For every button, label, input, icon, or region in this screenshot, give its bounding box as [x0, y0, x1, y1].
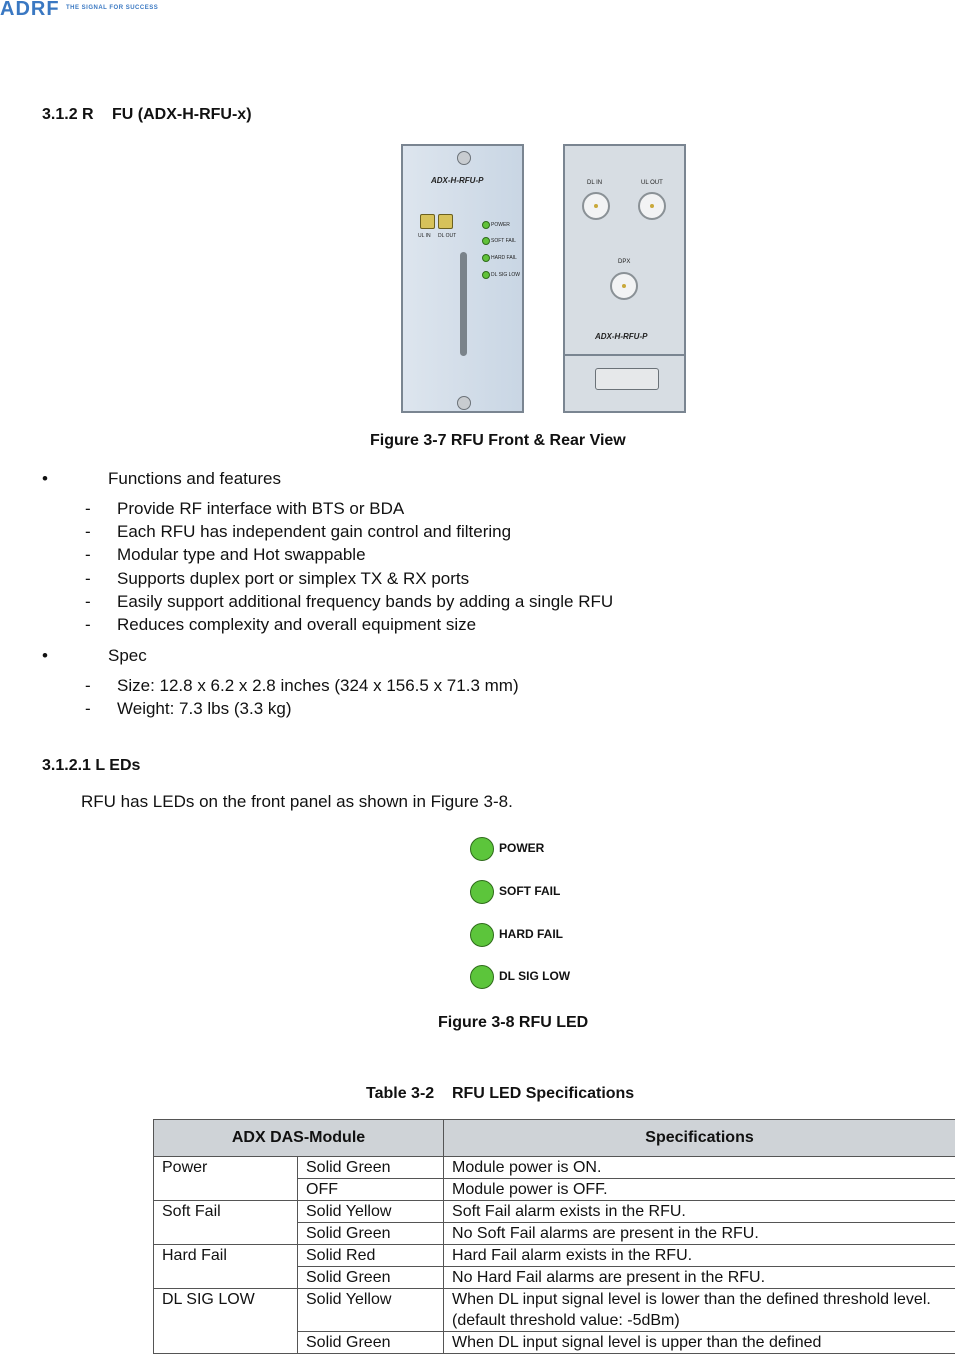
green-led-icon: [470, 880, 494, 904]
table-cell-spec: Module power is ON.: [444, 1157, 955, 1179]
rear-connector-label: UL OUT: [641, 180, 663, 186]
table-cell-state: Solid Green: [298, 1157, 444, 1179]
table-header: Specifications: [444, 1120, 955, 1157]
table-cell-module: Hard Fail: [154, 1245, 298, 1289]
led-icon: [482, 271, 490, 279]
table-cell-module: Power: [154, 1157, 298, 1201]
table-cell-module: DL SIG LOW: [154, 1289, 298, 1354]
logo-tagline: THE SIGNAL FOR SUCCESS: [66, 5, 158, 11]
figure-3-7-caption: Figure 3-7 RFU Front & Rear View: [370, 432, 626, 450]
table-cell-spec: When DL input signal level is upper than…: [444, 1332, 955, 1354]
dpx-connector-icon: [610, 272, 638, 300]
led-label: SOFT FAIL: [499, 884, 560, 898]
table-cell-spec: Module power is OFF.: [444, 1179, 955, 1201]
rfu-front-panel-image: ADX-H-RFU-P UL IN DL OUT POWER SOFT FAIL…: [401, 144, 524, 413]
table-cell-spec: When DL input signal level is lower than…: [444, 1289, 955, 1332]
table-cell-state: Solid Green: [298, 1332, 444, 1354]
table-cell-spec: No Soft Fail alarms are present in the R…: [444, 1223, 955, 1245]
table-header-row: ADX DAS-Module Specifications: [154, 1120, 955, 1157]
table-cell-state: Solid Yellow: [298, 1289, 444, 1332]
table-cell-spec: Hard Fail alarm exists in the RFU.: [444, 1245, 955, 1267]
green-led-icon: [470, 965, 494, 989]
table-cell-state: Solid Yellow: [298, 1201, 444, 1223]
paragraph: RFU has LEDs on the front panel as shown…: [81, 792, 513, 812]
rear-model-label: ADX-H-RFU-P: [595, 332, 647, 341]
rfu-rear-panel-image: DL IN UL OUT DPX ADX-H-RFU-P: [563, 144, 686, 413]
section-title: FU (ADX-H-RFU-x): [112, 106, 252, 123]
table-cell-module: Soft Fail: [154, 1201, 298, 1245]
table-cell-state: Solid Green: [298, 1267, 444, 1289]
port-label-ul-in: UL IN: [418, 233, 431, 239]
bullet-dot-icon: •: [42, 646, 48, 666]
rear-connector-label: DL IN: [587, 180, 602, 186]
table-cell-state: Solid Red: [298, 1245, 444, 1267]
led-label: DL SIG LOW: [499, 969, 570, 983]
front-led-label: DL SIG LOW: [491, 272, 520, 278]
ul-out-connector-icon: [638, 192, 666, 220]
green-led-icon: [470, 923, 494, 947]
bullet-label: Functions and features: [108, 469, 281, 489]
led-icon: [482, 254, 490, 262]
table-row: DL SIG LOW Solid Yellow When DL input si…: [154, 1289, 955, 1332]
front-led-label: POWER: [491, 222, 510, 228]
logo-brand: ADRF: [0, 0, 60, 21]
dl-out-port-icon: [438, 214, 453, 229]
led-spec-table: ADX DAS-Module Specifications Power Soli…: [153, 1119, 955, 1354]
panel-divider: [565, 354, 684, 356]
table-row: Soft Fail Solid Yellow Soft Fail alarm e…: [154, 1201, 955, 1223]
table-cell-state: OFF: [298, 1179, 444, 1201]
led-icon: [482, 221, 490, 229]
port-label-dl-out: DL OUT: [438, 233, 456, 239]
bullet-dot-icon: •: [42, 469, 48, 489]
table-cell-spec: No Hard Fail alarms are present in the R…: [444, 1267, 955, 1289]
ul-in-port-icon: [420, 214, 435, 229]
table-header: ADX DAS-Module: [154, 1120, 444, 1157]
subsection-heading: 3.1.2.1 L EDs: [42, 757, 140, 775]
front-model-label: ADX-H-RFU-P: [431, 176, 483, 185]
led-label: POWER: [499, 841, 544, 855]
dsub-connector-icon: [595, 368, 659, 390]
green-led-icon: [470, 837, 494, 861]
table-row: Power Solid Green Module power is ON.: [154, 1157, 955, 1179]
figure-3-8-caption: Figure 3-8 RFU LED: [438, 1014, 588, 1032]
section-number: 3.1.2 R: [42, 106, 112, 124]
company-logo: ADRF THE SIGNAL FOR SUCCESS: [0, 0, 200, 40]
screw-icon: [457, 396, 471, 410]
bullet-label: Spec: [108, 646, 147, 666]
rear-connector-label: DPX: [618, 259, 630, 265]
led-icon: [482, 237, 490, 245]
table-cell-state: Solid Green: [298, 1223, 444, 1245]
screw-icon: [457, 151, 471, 165]
handle-icon: [460, 252, 467, 356]
front-led-label: SOFT FAIL: [491, 238, 516, 244]
led-label: HARD FAIL: [499, 927, 563, 941]
table-caption: Table 3-2 RFU LED Specifications: [366, 1085, 634, 1103]
table-row: Hard Fail Solid Red Hard Fail alarm exis…: [154, 1245, 955, 1267]
dl-in-connector-icon: [582, 192, 610, 220]
front-led-label: HARD FAIL: [491, 255, 517, 261]
table-cell-spec: Soft Fail alarm exists in the RFU.: [444, 1201, 955, 1223]
